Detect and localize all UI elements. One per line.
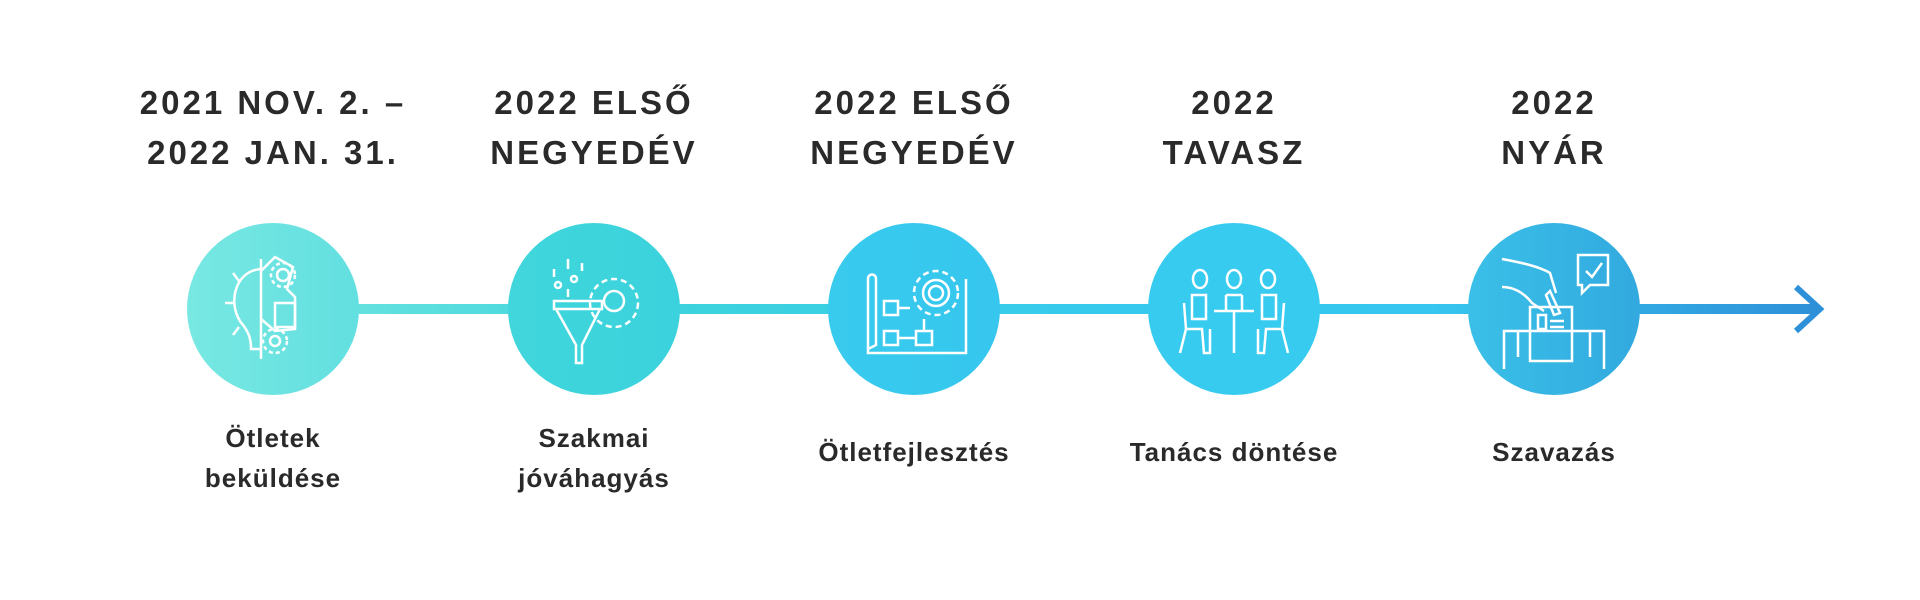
date-line: 2022 (1191, 84, 1277, 121)
date-line: 2022 ELSŐ (494, 84, 694, 121)
funnel-gear-icon (552, 259, 640, 365)
date-line: NEGYEDÉV (490, 134, 698, 171)
label-line: Szakmai (538, 423, 650, 453)
date-line: 2022 JAN. 31. (147, 134, 399, 171)
label-line: beküldése (204, 463, 342, 493)
date-line: TAVASZ (1162, 134, 1306, 171)
step-label: Szakmai jóváhagyás (434, 418, 754, 498)
lightbulb-gears-icon (225, 255, 297, 359)
step-label: Ötletfejlesztés (754, 432, 1074, 472)
step-date: 2021 NOV. 2. – 2022 JAN. 31. (113, 78, 433, 178)
ballot-box-icon (1501, 253, 1610, 369)
date-line: NEGYEDÉV (810, 134, 1018, 171)
step-date: 2022 ELSŐ NEGYEDÉV (434, 78, 754, 178)
date-line: 2022 ELSŐ (814, 84, 1014, 121)
date-line: 2021 NOV. 2. – (139, 84, 407, 121)
step-label: Szavazás (1394, 432, 1714, 472)
label-line: Tanács döntése (1129, 437, 1339, 467)
label-line: Szavazás (1492, 437, 1616, 467)
step-label: Tanács döntése (1074, 432, 1394, 472)
step-circle (1468, 223, 1640, 395)
timeline-line (273, 304, 1818, 314)
step-label: Ötletek beküldése (113, 418, 433, 498)
step-circle (187, 223, 359, 395)
step-circle (1148, 223, 1320, 395)
date-line: 2022 (1511, 84, 1597, 121)
label-line: jóváhagyás (518, 463, 670, 493)
step-circle (828, 223, 1000, 395)
label-line: Ötletek (225, 423, 321, 453)
step-date: 2022 ELSŐ NEGYEDÉV (754, 78, 1074, 178)
date-line: NYÁR (1501, 134, 1607, 171)
meeting-icon (1178, 268, 1290, 355)
label-line: Ötletfejlesztés (818, 437, 1010, 467)
arrow-right-icon (1793, 284, 1825, 334)
step-circle (508, 223, 680, 395)
blueprint-gear-icon (866, 269, 968, 355)
